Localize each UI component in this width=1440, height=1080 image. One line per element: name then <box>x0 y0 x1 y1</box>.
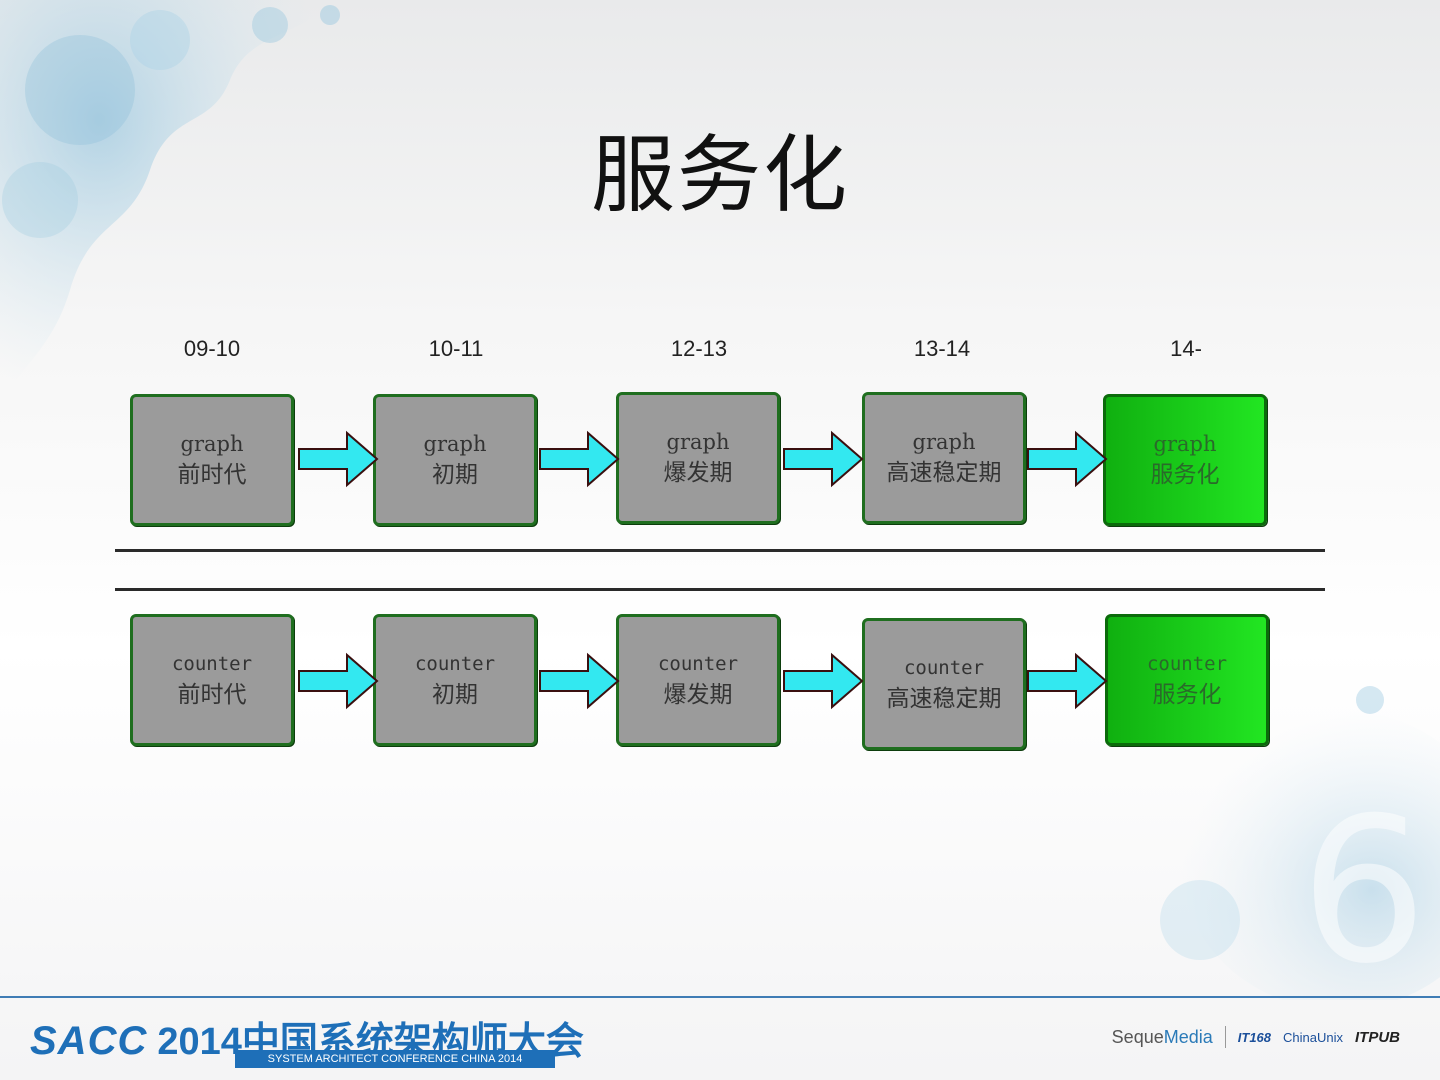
sponsor-it168-logo: IT168 <box>1237 1029 1272 1045</box>
period-label: 10-11 <box>428 336 484 361</box>
right-arrow-icon <box>783 430 864 488</box>
period-label: 12-13 <box>670 336 728 361</box>
box-name: counter <box>1146 653 1228 675</box>
right-arrow-icon <box>298 652 379 710</box>
box-stage: 前时代 <box>177 462 247 488</box>
period-label: 13-14 <box>913 336 971 361</box>
box-stage: 前时代 <box>177 682 247 708</box>
sponsor-chinaunix-logo: ChinaUnix <box>1283 1029 1343 1045</box>
counter-stage-box: counter 初期 <box>373 614 537 746</box>
right-arrow-icon <box>539 430 620 488</box>
graph-stage-box: graph 高速稳定期 <box>862 392 1026 524</box>
right-arrow-icon <box>1027 652 1108 710</box>
brand-name: SACC <box>30 1019 148 1063</box>
slide-title: 服务化 <box>590 126 849 224</box>
period-label: 09-10 <box>183 336 241 361</box>
box-stage: 初期 <box>432 462 478 488</box>
box-stage: 初期 <box>432 682 478 708</box>
right-arrow-icon <box>783 652 864 710</box>
box-name: graph <box>180 432 244 456</box>
box-stage: 服务化 <box>1150 462 1220 488</box>
right-arrow-icon <box>1027 430 1108 488</box>
counter-stage-box-current: counter 服务化 <box>1105 614 1269 746</box>
graph-stage-box: graph 爆发期 <box>616 392 780 524</box>
divider-line <box>115 588 1325 591</box>
sponsor-itpub-logo: ITPUB <box>1355 1028 1400 1046</box>
box-name: graph <box>912 430 976 454</box>
box-name: graph <box>1153 432 1217 456</box>
counter-stage-box: counter 高速稳定期 <box>862 618 1026 750</box>
box-name: counter <box>171 653 253 675</box>
box-name: graph <box>666 430 730 454</box>
counter-stage-box: counter 前时代 <box>130 614 294 746</box>
graph-stage-box: graph 前时代 <box>130 394 294 526</box>
footer-divider <box>0 996 1440 998</box>
graph-stage-box: graph 初期 <box>373 394 537 526</box>
box-name: graph <box>423 432 487 456</box>
box-stage: 高速稳定期 <box>886 460 1002 486</box>
right-arrow-icon <box>298 430 379 488</box>
box-stage: 爆发期 <box>663 682 733 708</box>
graph-stage-box-current: graph 服务化 <box>1103 394 1267 526</box>
counter-stage-box: counter 爆发期 <box>616 614 780 746</box>
divider-line <box>115 549 1325 552</box>
sponsor-separator <box>1224 1026 1226 1048</box>
sponsor-sequemedia-logo: SequeMedia <box>1111 1026 1213 1047</box>
brand-subtitle: SYSTEM ARCHITECT CONFERENCE CHINA 2014 <box>235 1050 555 1068</box>
box-name: counter <box>414 653 496 675</box>
box-name: counter <box>903 657 985 679</box>
box-stage: 服务化 <box>1152 682 1222 708</box>
period-label: 14- <box>1170 336 1202 361</box>
box-stage: 爆发期 <box>663 460 733 486</box>
box-name: counter <box>657 653 739 675</box>
box-stage: 高速稳定期 <box>886 686 1002 712</box>
right-arrow-icon <box>539 652 620 710</box>
sponsor-logos: SequeMedia IT168 ChinaUnix ITPUB <box>1112 1026 1400 1048</box>
